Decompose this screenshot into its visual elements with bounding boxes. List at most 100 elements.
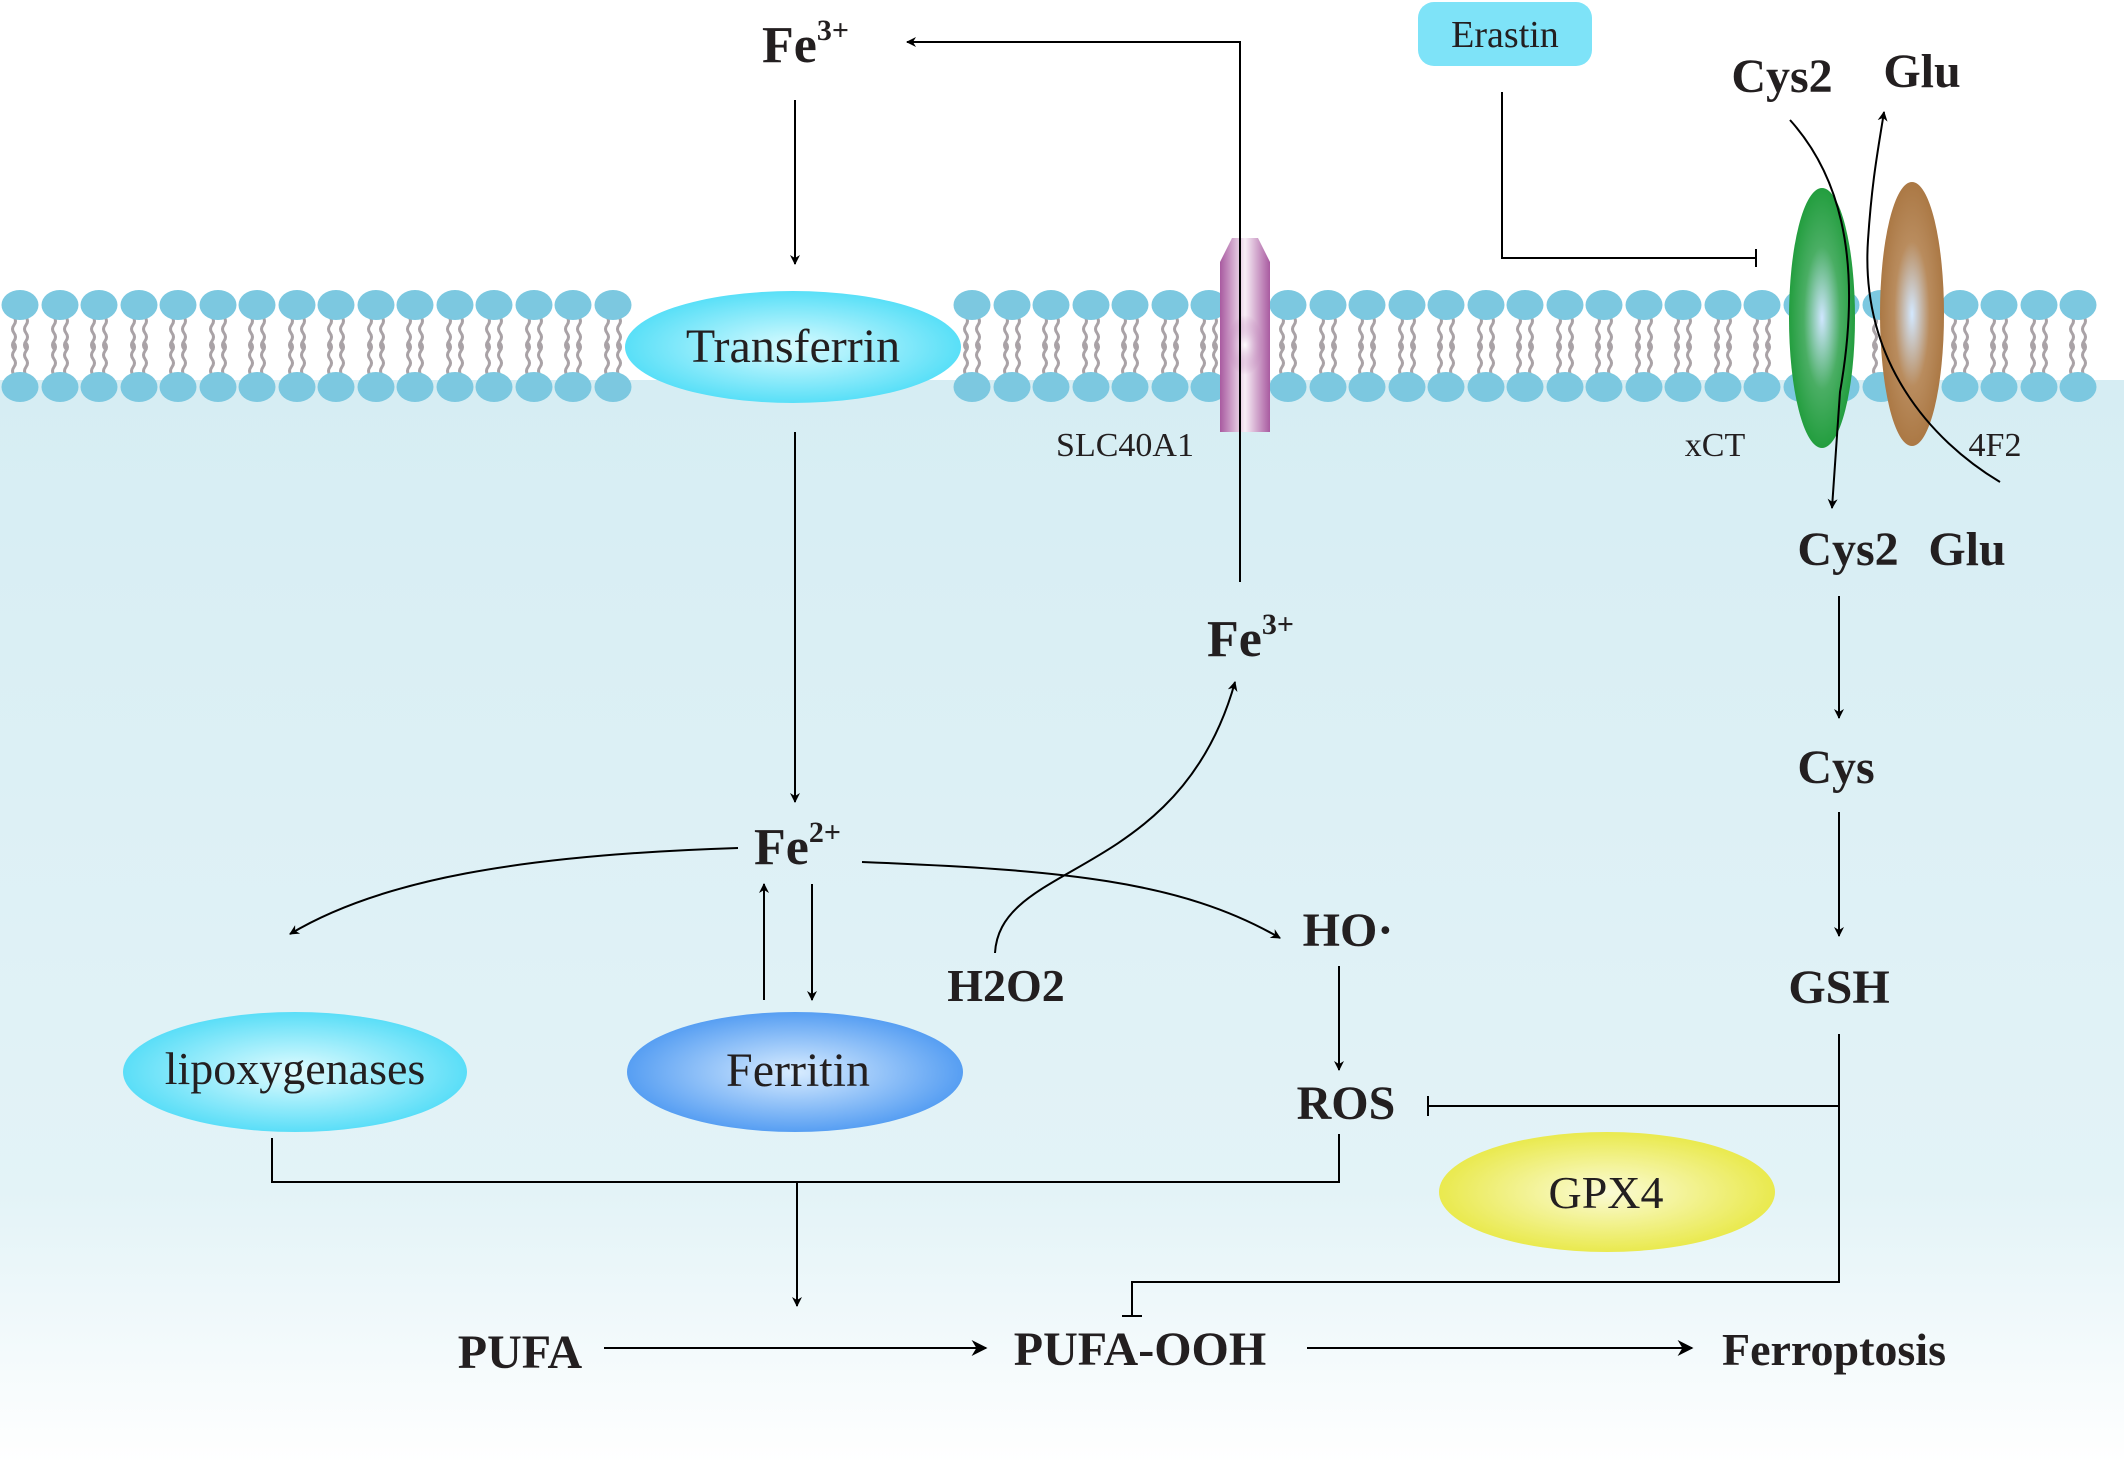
arrow-cys2-import [1789,119,1850,509]
lipid-head [1664,290,1702,320]
lipid-tail [604,342,610,376]
lipid-tail [1963,316,1969,350]
lipid-tail [1358,342,1364,376]
lipid-head [1032,372,1070,402]
lipid-tail [1133,342,1139,376]
xct-4f2-transporter [1789,182,1944,448]
lipid-tail [458,342,464,376]
lipid-tail [525,342,531,376]
lipid-head [1151,372,1189,402]
4f2-label: 4F2 [1969,427,2022,464]
lipid-tail [248,342,254,376]
lipid-head [1427,290,1465,320]
lipid-head [475,372,513,402]
lipid-tail [1319,342,1325,376]
lipid-head [1388,372,1426,402]
lipid-head [1467,372,1505,402]
lipid-head [317,372,355,402]
lipid-tail [2002,316,2008,350]
lipid-tail [446,316,452,350]
lipid-head [436,290,474,320]
lipid-head [278,290,316,320]
xct-protein [1789,188,1855,448]
lipid-head [515,290,553,320]
lipid-tail [2030,342,2036,376]
lipid-tail [1398,342,1404,376]
lipid-tail [1726,342,1732,376]
erastin-box [1418,2,1592,66]
lipid-head [1388,290,1426,320]
lipid-tail [1595,316,1601,350]
cys2-outside-label: Cys2 [1731,50,1832,103]
lipid-tail [1607,342,1613,376]
lipid-tail [485,342,491,376]
lipid-head [1348,372,1386,402]
lipid-tail [1437,316,1443,350]
lipoxygenases-label: lipoxygenases [165,1043,426,1094]
glu-outside-label: Glu [1883,45,1960,98]
lipid-tail [1449,342,1455,376]
lipid-tail [497,342,503,376]
lipid-tail [458,316,464,350]
lipid-tail [1489,342,1495,376]
lipid-tail [1331,342,1337,376]
inhibit-gsh-ros [1131,1034,1840,1316]
ferritin-label: Ferritin [726,1044,870,1097]
fe3-mid-label: Fe3+ [1207,608,1294,668]
lipid-tail [1477,342,1483,376]
lipid-head [594,290,632,320]
lipid-head [554,290,592,320]
lipid-head [1743,290,1781,320]
lipid-tail [1647,316,1653,350]
lipid-head [1,290,39,320]
lipid-tail [1200,342,1206,376]
lipid-tail [1556,316,1562,350]
lipid-tail [1410,316,1416,350]
lipid-tail [1200,316,1206,350]
lipid-tail [379,316,385,350]
lipid-tail [1528,316,1534,350]
transferrin-ellipse [625,291,961,403]
lipoxygenases-ellipse [123,1012,467,1132]
lipid-head [2059,372,2097,402]
lipid-tail [1133,316,1139,350]
arrow-h2o2-to-fe3 [994,681,1238,954]
join-lipox-ros [271,1134,1340,1183]
lipid-tail [1370,342,1376,376]
lipid-tail [260,316,266,350]
lipid-tail [1607,316,1613,350]
lipid-head [1743,372,1781,402]
lipid-tail [2042,316,2048,350]
lipid-head [1585,290,1623,320]
ros-label: ROS [1297,1077,1396,1130]
lipid-tail [963,316,969,350]
glu-inside-label: Glu [1928,523,2005,576]
lipid-tail [1003,316,1009,350]
lipid-tail [1370,316,1376,350]
lipid-head [1269,372,1307,402]
lipid-tail [1279,316,1285,350]
lipid-tail [1635,316,1641,350]
lipid-tail [1212,342,1218,376]
lipid-tail [1714,316,1720,350]
lipid-tail [1516,316,1522,350]
lipid-tail [23,316,29,350]
lipid-tail [142,316,148,350]
lipid-tail [130,342,136,376]
lipid-tail [963,342,969,376]
lipid-tail [1094,316,1100,350]
lipid-tail [1054,316,1060,350]
lipid-tail [1094,342,1100,376]
lipid-tail [1437,342,1443,376]
lipid-head [1546,372,1584,402]
pufa-ooh-label: PUFA-OOH [1014,1323,1266,1376]
4f2-protein [1880,182,1944,446]
lipid-tail [248,316,254,350]
lipid-head [80,372,118,402]
lipid-head [515,372,553,402]
cytoplasm-background [0,380,2124,1464]
lipid-tail [221,316,227,350]
lipid-head [357,290,395,320]
lipid-head [41,372,79,402]
